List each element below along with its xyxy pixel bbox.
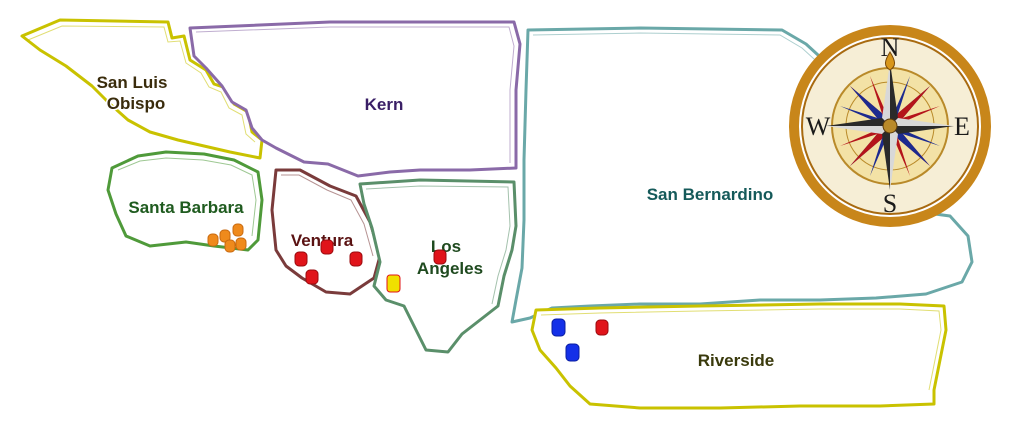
marker-orange[interactable] <box>224 239 236 253</box>
marker-blue[interactable] <box>565 343 580 362</box>
label-riverside: Riverside <box>698 351 775 370</box>
compass-letter-east: E <box>954 112 970 141</box>
marker-orange[interactable] <box>235 237 247 251</box>
county-riverside[interactable]: Riverside <box>530 302 948 410</box>
marker-red[interactable] <box>433 249 447 265</box>
label-los-angeles-line2: Angeles <box>417 259 483 278</box>
county-san-bernardino[interactable]: San Bernardino <box>510 26 974 324</box>
marker-group-riverside <box>551 318 609 362</box>
marker-highlighted[interactable] <box>386 274 401 293</box>
county-santa-barbara[interactable]: Santa Barbara <box>106 150 264 252</box>
county-kern[interactable]: Kern <box>188 20 522 178</box>
marker-red[interactable] <box>305 269 319 285</box>
marker-red[interactable] <box>349 251 363 267</box>
compass-star <box>826 62 954 190</box>
compass-letter-west: W <box>806 112 831 141</box>
label-santa-barbara: Santa Barbara <box>128 198 244 217</box>
compass-letter-north: N <box>881 33 900 62</box>
label-san-bernardino: San Bernardino <box>647 185 774 204</box>
marker-orange[interactable] <box>232 223 244 237</box>
marker-red[interactable] <box>320 239 334 255</box>
marker-blue[interactable] <box>551 318 566 337</box>
marker-group-ventura <box>294 239 363 285</box>
marker-group-santa-barbara <box>207 223 247 253</box>
county-san-luis-obispo[interactable]: San Luis Obispo <box>20 18 264 160</box>
compass-rose: N S E W <box>789 25 991 227</box>
marker-red[interactable] <box>595 319 609 336</box>
compass-north-fleur-icon <box>885 51 895 71</box>
compass-letter-south: S <box>883 189 897 218</box>
marker-group-los-angeles <box>386 249 447 293</box>
label-san-luis-obispo-line1: San Luis <box>97 73 168 92</box>
label-san-luis-obispo-line2: Obispo <box>107 94 166 113</box>
marker-red[interactable] <box>294 251 308 267</box>
marker-orange[interactable] <box>207 233 219 247</box>
label-kern: Kern <box>365 95 404 114</box>
county-los-angeles[interactable]: Los Angeles <box>358 178 518 354</box>
